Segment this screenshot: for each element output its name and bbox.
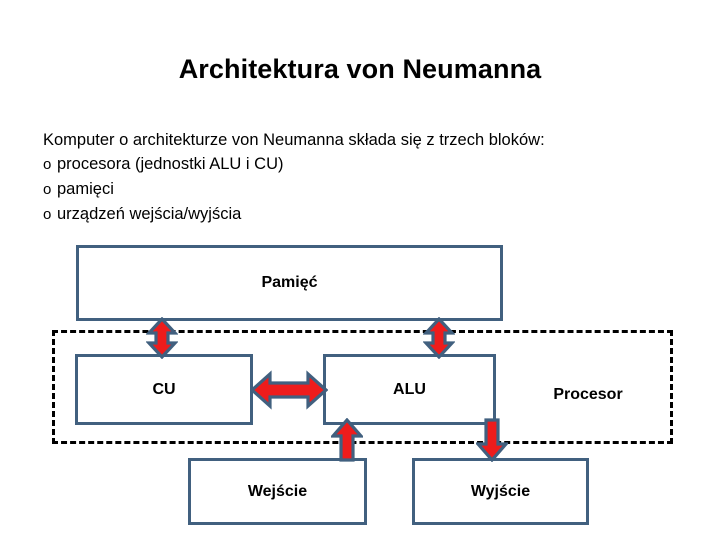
arrow-input-to-cu-icon — [331, 418, 363, 462]
diagram-box-input: Wejście — [188, 458, 367, 525]
arrow-cu-to-alu-icon — [250, 369, 328, 411]
processor-group-label: Procesor — [553, 386, 623, 403]
bullet-label: pamięci — [57, 180, 114, 198]
processor-group-boundary — [52, 330, 673, 444]
bullet-label: procesora (jednostki ALU i CU) — [57, 155, 284, 173]
bullet-label: urządzeń wejścia/wyjścia — [57, 205, 242, 223]
diagram-box-output: Wyjście — [412, 458, 589, 525]
diagram-box-alu: ALU — [323, 354, 496, 425]
bullet-marker-icon: o — [43, 206, 52, 223]
arrow-alu-to-output-icon — [476, 418, 508, 462]
diagram-box-control-unit: CU — [75, 354, 253, 425]
bullet-item-processor: o procesora (jednostki ALU i CU) — [43, 152, 683, 177]
body-text-block: Komputer o architekturze von Neumanna sk… — [43, 128, 683, 227]
bullet-marker-icon: o — [43, 156, 52, 173]
bullet-marker-icon: o — [43, 181, 52, 198]
page-title: Architektura von Neumanna — [178, 54, 542, 84]
arrow-memory-to-cu-icon — [146, 317, 178, 359]
bullet-item-io: o urządzeń wejścia/wyjścia — [43, 202, 683, 227]
arrow-memory-to-alu-icon — [423, 317, 455, 359]
diagram-box-memory: Pamięć — [76, 245, 503, 321]
body-lead-line: Komputer o architekturze von Neumanna sk… — [43, 131, 545, 149]
bullet-item-memory: o pamięci — [43, 177, 683, 202]
